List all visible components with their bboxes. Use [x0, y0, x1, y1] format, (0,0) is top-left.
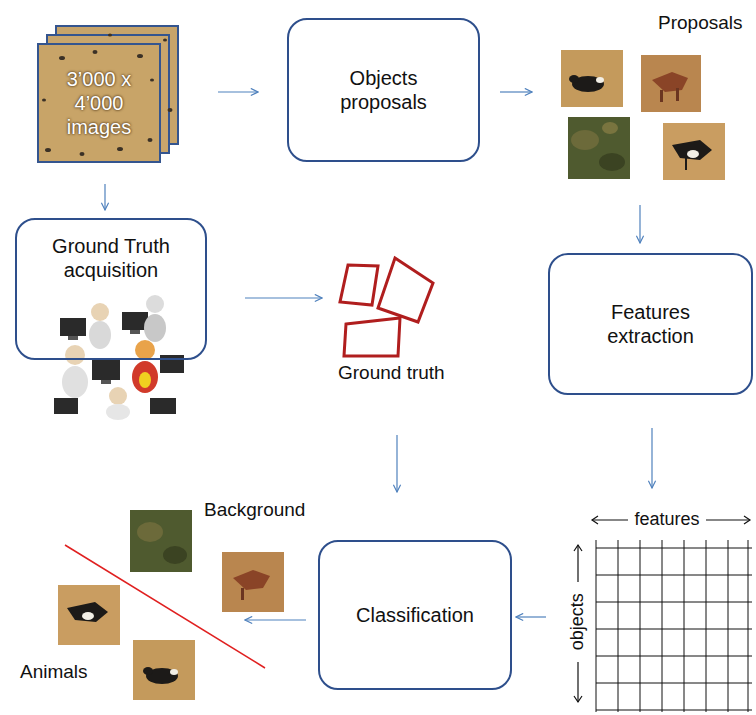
flow-arrow — [500, 91, 532, 92]
crowd-illustration — [54, 295, 184, 420]
node-label: Ground truth — [338, 362, 455, 385]
box-label: Ground Truth acquisition — [41, 234, 181, 282]
node-label: Proposals — [658, 12, 748, 35]
image-stack-node: 3’000 x 4’000 images — [38, 26, 178, 162]
feature-matrix-node: features objects — [548, 500, 753, 712]
proposals-group: Proposals — [540, 8, 746, 193]
flow-arrow — [516, 616, 546, 617]
box-label: Features extraction — [591, 300, 711, 348]
box-label: Classification — [356, 603, 474, 627]
flow-arrow — [651, 428, 652, 488]
flow-arrow — [104, 184, 105, 210]
process-box: Objects proposals — [287, 18, 480, 162]
flow-arrow — [396, 435, 397, 492]
proposal-patches — [561, 50, 725, 180]
axis-arrows — [574, 516, 750, 702]
node-label: Animals — [20, 661, 100, 684]
ground-truth-polygons — [340, 258, 433, 356]
flow-arrow — [245, 619, 306, 620]
node-label: Background — [204, 499, 314, 522]
flow-arrow — [218, 91, 258, 92]
process-box: Ground Truth acquisition — [15, 218, 207, 360]
node-label: objects — [567, 587, 589, 657]
feature-matrix — [596, 540, 752, 712]
flow-arrow — [245, 297, 322, 298]
result-patches — [58, 510, 284, 700]
node-label: features — [628, 509, 706, 531]
ground-truth-group: Ground truth — [330, 250, 455, 390]
classification-result: BackgroundAnimals — [10, 495, 300, 705]
image-stack — [38, 26, 178, 162]
process-box: Features extraction — [548, 253, 753, 395]
box-label: Objects proposals — [319, 66, 449, 114]
process-box: Classification — [318, 540, 512, 690]
flow-arrow — [639, 205, 640, 243]
node-label: 3’000 x 4’000 images — [44, 67, 154, 139]
separating-line — [65, 545, 265, 668]
